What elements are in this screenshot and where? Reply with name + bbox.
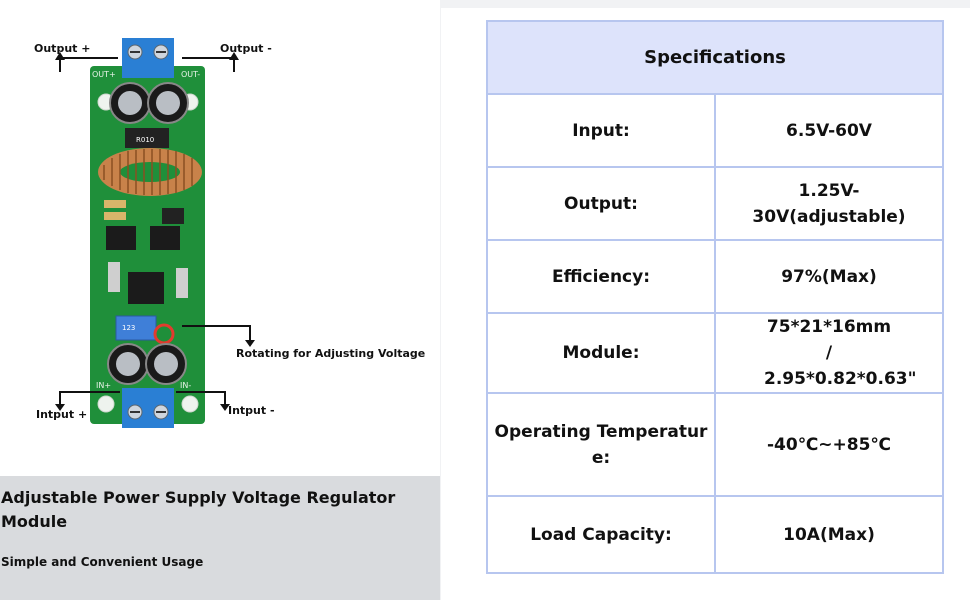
- spec-label: Efficiency:: [486, 239, 716, 314]
- callout-input-plus: Intput +: [36, 408, 88, 421]
- spec-label: Module:: [486, 312, 716, 394]
- smd-component: [104, 200, 126, 208]
- smd-component: [104, 212, 126, 220]
- adjust-marker: [153, 323, 175, 345]
- mounting-hole: [181, 395, 199, 413]
- smd-component: [176, 268, 188, 298]
- spec-row: Load Capacity: 10A(Max): [486, 495, 944, 574]
- potentiometer: [115, 315, 157, 341]
- callout-rotating: Rotating for Adjusting Voltage: [236, 347, 426, 360]
- spec-value: -40℃~+85℃: [714, 392, 944, 497]
- spec-row: Input: 6.5V-60V: [486, 93, 944, 168]
- silk-out-minus: OUT-: [181, 70, 200, 79]
- shunt-resistor: [125, 128, 169, 148]
- spec-value: 75*21*16mm / 2.95*0.82*0.63": [714, 312, 944, 394]
- callout-output-plus: Output +: [34, 42, 91, 55]
- output-terminal-block: [122, 38, 174, 78]
- spec-row: Efficiency: 97%(Max): [486, 239, 944, 314]
- spec-header: Specifications: [486, 20, 944, 95]
- spec-label: Load Capacity:: [486, 495, 716, 574]
- spec-value: 97%(Max): [714, 239, 944, 314]
- silk-out-plus: OUT+: [92, 70, 116, 79]
- spec-row: Output: 1.25V-30V(adjustable): [486, 166, 944, 241]
- spec-label: Input:: [486, 93, 716, 168]
- product-image-panel: OUT+ OUT- IN+ IN- R010 123 Output + Outp…: [0, 0, 440, 600]
- product-info-band: [0, 476, 440, 600]
- controller-ic: [128, 272, 164, 304]
- spec-value: 1.25V-30V(adjustable): [714, 166, 944, 241]
- mosfet-chip: [106, 226, 136, 250]
- callout-output-minus: Output -: [220, 42, 272, 55]
- spec-label: Operating Temperature:: [486, 392, 716, 497]
- spec-row: Module: 75*21*16mm / 2.95*0.82*0.63": [486, 312, 944, 394]
- spec-table: Specifications Input: 6.5V-60V Output: 1…: [486, 20, 944, 574]
- spec-value: 6.5V-60V: [714, 93, 944, 168]
- smd-component: [108, 262, 120, 292]
- spec-value: 10A(Max): [714, 495, 944, 574]
- callout-arrowheads: [55, 52, 255, 411]
- silk-in-minus: IN-: [180, 381, 191, 390]
- spec-row: Operating Temperature: -40℃~+85℃: [486, 392, 944, 497]
- spec-header-row: Specifications: [486, 20, 944, 95]
- pcb-module-illustration: OUT+ OUT- IN+ IN- R010 123: [55, 38, 255, 428]
- mosfet-chip: [150, 226, 180, 250]
- mounting-hole: [97, 395, 115, 413]
- mosfet-chip: [162, 208, 184, 224]
- silk-in-plus: IN+: [96, 381, 111, 390]
- inductor-code: R010: [136, 136, 154, 144]
- pot-code: 123: [122, 324, 135, 332]
- product-title: Adjustable Power Supply Voltage Regulato…: [1, 488, 396, 531]
- spec-label: Output:: [486, 166, 716, 241]
- product-subtitle: Simple and Convenient Usage: [1, 555, 204, 569]
- callout-input-minus: Intput -: [228, 404, 275, 417]
